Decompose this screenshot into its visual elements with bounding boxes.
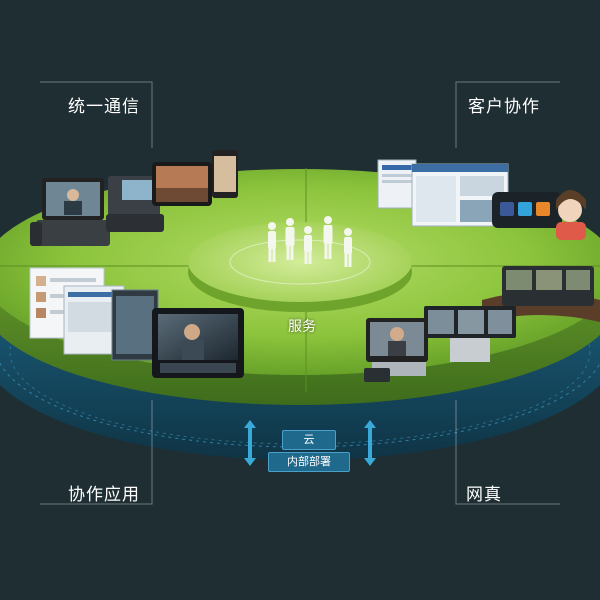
service-label: 服务 [288,319,316,335]
people-silhouettes [268,216,352,267]
quadrant-label-telepresence: 网真 [466,485,502,505]
collaboration-app-devices [29,267,244,378]
service-center-disc [188,222,412,312]
cloud-label: 云 [282,430,336,450]
unified-communications-devices [30,150,238,246]
quadrant-label-unified-communications: 统一通信 [68,97,140,117]
customer-collaboration-devices [377,159,586,240]
vertical-arrows [244,420,376,466]
quadrant-label-collaboration-applications: 协作应用 [68,485,140,505]
frame-lines [40,81,560,505]
quadrant-label-customer-collaboration: 客户协作 [468,97,540,117]
on-premise-label: 内部部署 [268,452,350,472]
telepresence-devices [364,266,600,382]
